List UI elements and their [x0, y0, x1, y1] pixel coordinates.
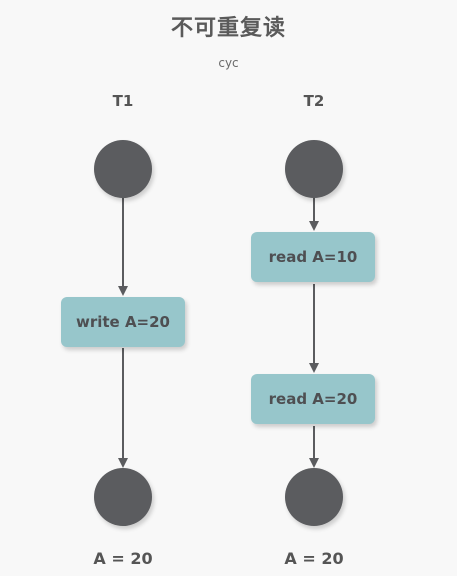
t1-end-node	[94, 468, 152, 526]
lane-label-t2: T2	[303, 92, 325, 110]
diagram-title: 不可重复读	[170, 16, 286, 41]
t2-op-read-2: read A=20	[251, 374, 375, 424]
t1-op-write: write A=20	[61, 297, 185, 347]
lane-label-t1: T1	[112, 92, 134, 110]
diagram-subtitle: cyc	[218, 56, 239, 70]
t1-start-node	[94, 140, 152, 198]
t2-op-read-1: read A=10	[251, 232, 375, 282]
t2-end-node	[285, 468, 343, 526]
t2-result: A = 20	[284, 549, 344, 568]
t1-result: A = 20	[93, 549, 153, 568]
t2-start-node	[285, 140, 343, 198]
